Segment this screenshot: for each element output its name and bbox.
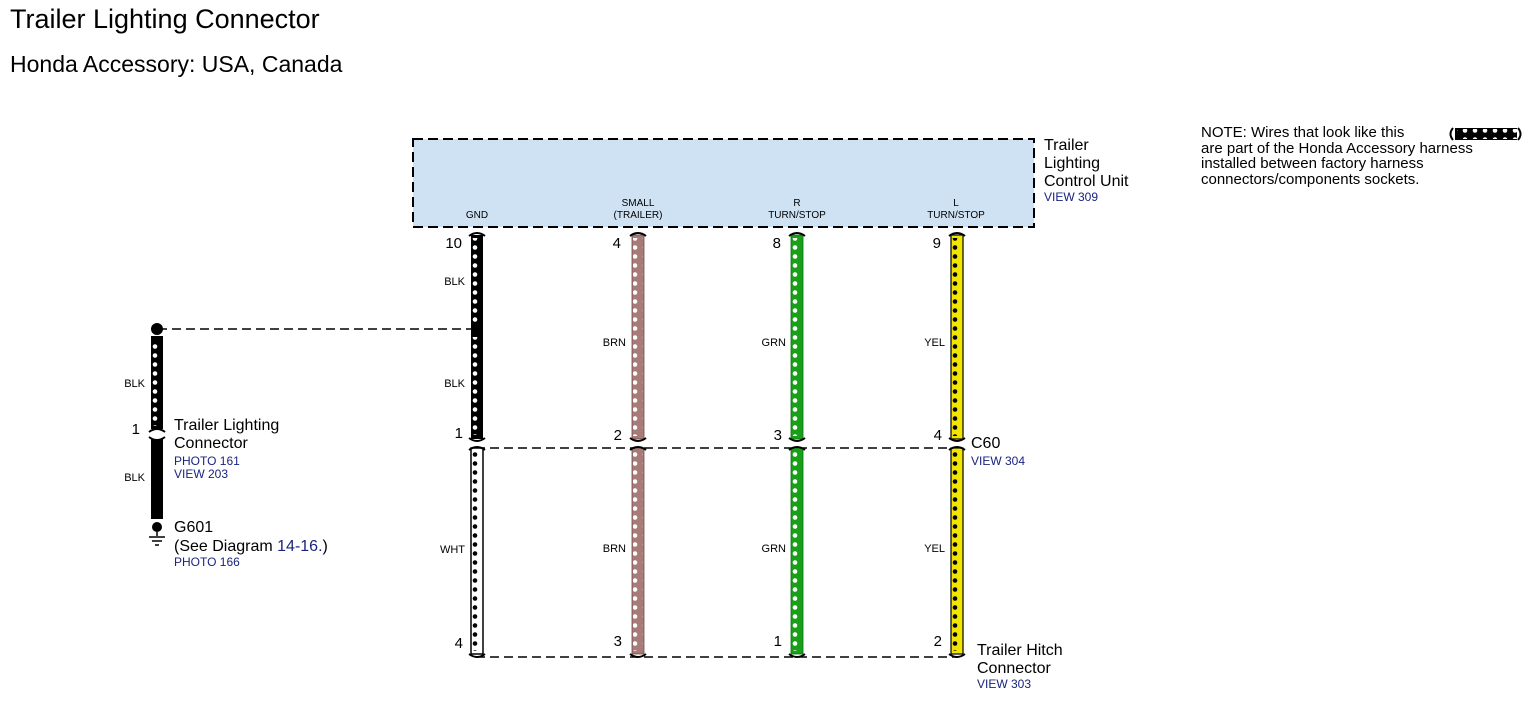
note-line-3: installed between factory harness xyxy=(1201,155,1424,172)
pin-small-top: 4 xyxy=(613,235,621,252)
ground-name: G601 xyxy=(174,519,213,536)
pin-small-c60: 2 xyxy=(614,427,622,444)
pin-right-top: 8 xyxy=(773,235,781,252)
wire-color-small-lower: BRN xyxy=(603,543,626,555)
ground-photo-link[interactable]: PHOTO 166 xyxy=(174,555,240,569)
pin-left-c60: 4 xyxy=(934,427,942,444)
hitch-name-1: Trailer Hitch xyxy=(977,642,1063,659)
pin-right-hitch: 1 xyxy=(774,633,782,650)
control-unit-name-3: Control Unit xyxy=(1044,173,1129,190)
pin-gnd-c60: 1 xyxy=(455,425,463,442)
lighting-connector-view-link[interactable]: VIEW 203 xyxy=(174,467,228,481)
wire-left-upper xyxy=(950,234,964,440)
wire-gnd-lower-blk xyxy=(471,329,483,439)
note-line-4: connectors/components sockets. xyxy=(1201,170,1420,188)
wire-left-lower xyxy=(950,447,964,655)
note-line-1: NOTE: Wires that look like this xyxy=(1201,124,1405,141)
pin-left-top: 9 xyxy=(933,235,941,252)
hitch-name-2: Connector xyxy=(977,660,1051,677)
ground-see-prefix: (See Diagram xyxy=(174,538,277,555)
pin-gnd-hitch: 4 xyxy=(455,635,463,652)
lighting-connector-cap xyxy=(148,428,166,441)
note-line-2: are part of the Honda Accessory harness xyxy=(1201,139,1473,157)
pin-caps xyxy=(468,232,966,658)
ground-diagram-link[interactable]: 14-16. xyxy=(277,538,322,555)
control-unit-box xyxy=(412,138,1035,228)
lighting-connector-name-2: Connector xyxy=(174,435,248,452)
control-unit-name-1: Trailer xyxy=(1044,137,1089,154)
wire-color-branch-lower: BLK xyxy=(124,472,145,484)
terminal-small-label-2: (TRAILER) xyxy=(614,210,663,221)
pin-left-hitch: 2 xyxy=(934,633,942,650)
wire-color-left-lower: YEL xyxy=(924,543,945,555)
hitch-view-link[interactable]: VIEW 303 xyxy=(977,677,1031,691)
wire-color-right-lower: GRN xyxy=(762,543,787,555)
control-unit-name-2: Lighting xyxy=(1044,155,1100,172)
ground-see-diagram: (See Diagram 14-16.) xyxy=(174,538,328,555)
c60-name: C60 xyxy=(971,435,1000,452)
ground-icon xyxy=(149,532,165,546)
terminal-l-label: L xyxy=(953,198,959,209)
lighting-connector-photo-link[interactable]: PHOTO 161 xyxy=(174,454,240,468)
terminal-l-label-2: TURN/STOP xyxy=(927,210,985,221)
terminal-r-label: R xyxy=(793,198,800,209)
wire-color-left-upper: YEL xyxy=(924,337,945,349)
wire-small-upper xyxy=(631,234,645,440)
page-title: Trailer Lighting Connector xyxy=(10,4,320,34)
ground-see-suffix: ) xyxy=(323,538,328,555)
wire-color-gnd-lower: WHT xyxy=(440,544,465,556)
control-unit-view-link[interactable]: VIEW 309 xyxy=(1044,190,1098,204)
c60-view-link[interactable]: VIEW 304 xyxy=(971,454,1025,468)
splice-dot-main xyxy=(471,323,483,335)
terminal-small-label: SMALL xyxy=(622,198,655,209)
wire-color-right-upper: GRN xyxy=(762,337,787,349)
lighting-connector-pin: 1 xyxy=(132,421,140,438)
wire-gnd-upper xyxy=(471,235,483,329)
pin-gnd-top: 10 xyxy=(445,235,462,252)
wire-color-branch-upper: BLK xyxy=(124,378,145,390)
splice-dot-branch xyxy=(151,323,163,335)
wire-small-lower xyxy=(631,447,645,655)
wire-color-gnd-upper: BLK xyxy=(444,276,465,288)
terminal-r-label-2: TURN/STOP xyxy=(768,210,826,221)
wire-right-upper xyxy=(790,234,804,440)
wire-ground-branch-lower xyxy=(151,439,163,519)
terminal-gnd-label: GND xyxy=(466,210,488,221)
wire-gnd-wht xyxy=(470,447,484,655)
ground-terminal-dot xyxy=(152,522,162,532)
wire-color-small-upper: BRN xyxy=(603,337,626,349)
page-subtitle: Honda Accessory: USA, Canada xyxy=(10,51,343,77)
wire-ground-branch-upper xyxy=(151,336,163,429)
harness-note: NOTE: Wires that look like this are part… xyxy=(1201,125,1473,187)
harness-wire-sample-icon xyxy=(1449,127,1522,141)
wire-right-lower xyxy=(790,447,804,655)
lighting-connector-name-1: Trailer Lighting xyxy=(174,417,279,434)
pin-right-c60: 3 xyxy=(774,427,782,444)
pin-small-hitch: 3 xyxy=(614,633,622,650)
wire-color-gnd-splice: BLK xyxy=(444,378,465,390)
